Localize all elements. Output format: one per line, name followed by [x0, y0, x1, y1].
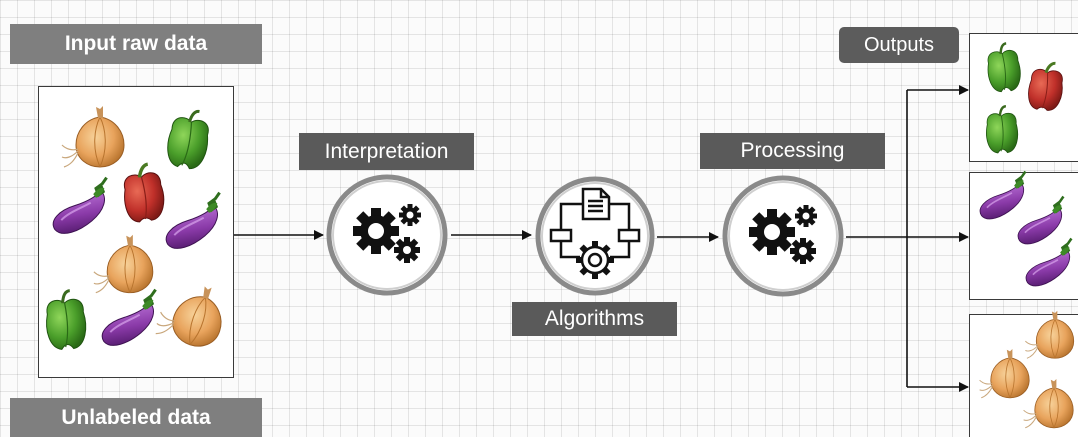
interpretation-gears-icon [326, 174, 448, 296]
output-box-peppers [969, 33, 1078, 162]
input-data-box [38, 86, 234, 378]
processing-gears-icon [722, 175, 844, 297]
small-gear-icon [394, 237, 420, 263]
interpretation-label: Interpretation [299, 133, 474, 170]
output-box-eggplants [969, 172, 1078, 300]
output-box-onions [969, 314, 1078, 437]
outputs-label: Outputs [839, 27, 959, 63]
small-gear-icon [790, 238, 816, 264]
large-gear-icon [749, 209, 795, 255]
large-gear-icon [353, 208, 399, 254]
unlabeled-data-label: Unlabeled data [10, 398, 262, 437]
input-raw-data-label: Input raw data [10, 24, 262, 64]
processing-label: Processing [700, 133, 885, 169]
algorithms-flowchart-icon [535, 176, 655, 296]
small-gear-icon [399, 204, 421, 226]
algorithms-label: Algorithms [512, 302, 677, 336]
small-gear-icon [795, 205, 817, 227]
